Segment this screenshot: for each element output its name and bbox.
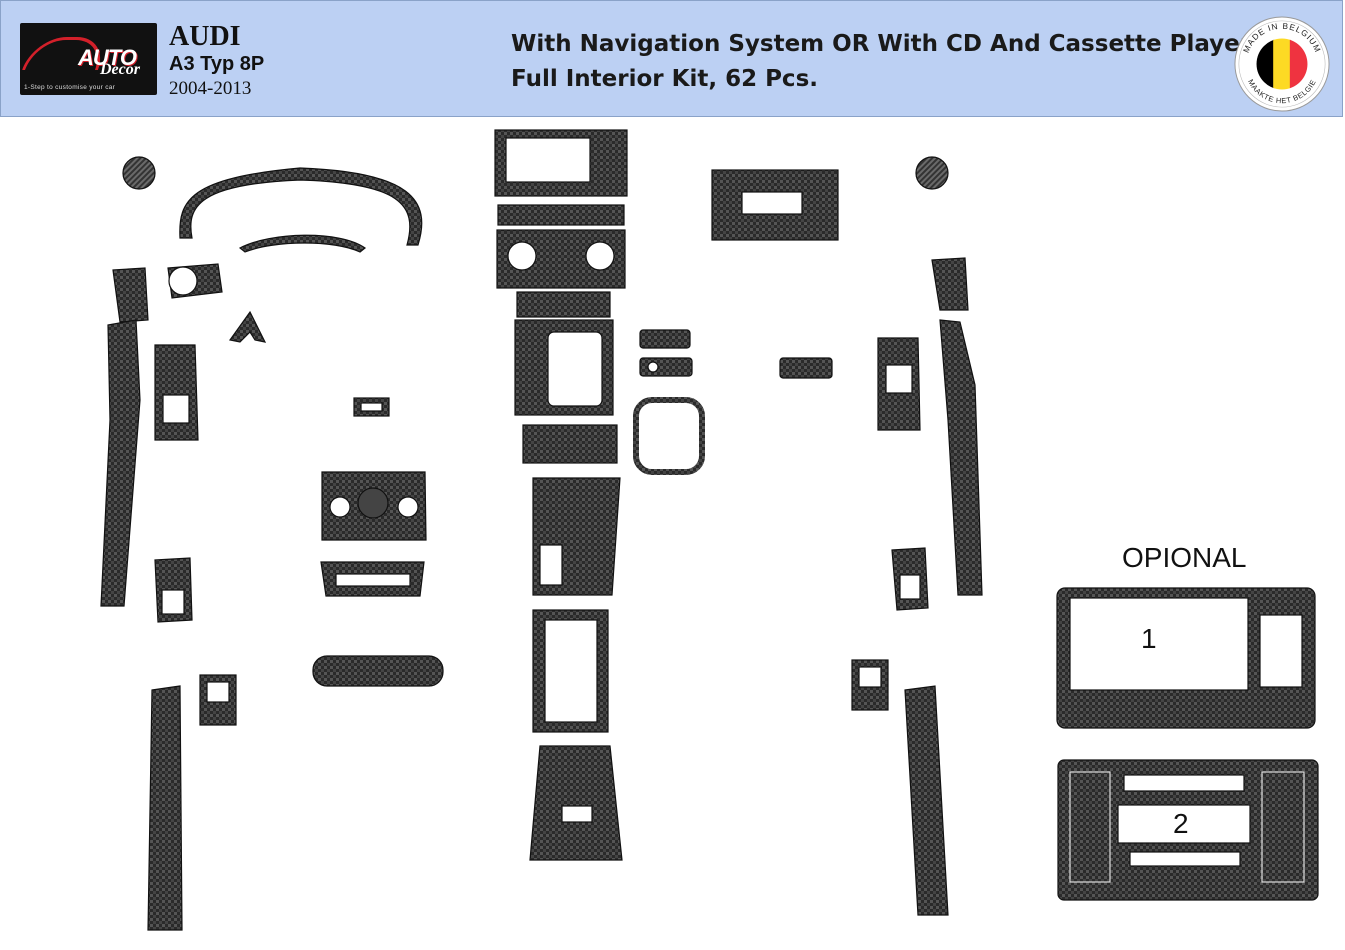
triangle-trim: [228, 310, 267, 343]
optional-2-slot-top: [1123, 774, 1245, 792]
logo-brand-line1: AUTO: [78, 45, 137, 70]
ashtray-cover: [522, 424, 618, 464]
optional-2-right-buttons: [1261, 771, 1305, 883]
steering-wheel-trim: [633, 397, 705, 475]
window-switch-left: [154, 344, 199, 441]
right-rear-door-top-hole: [899, 574, 921, 600]
center-climate-trim: [516, 291, 611, 318]
door-handle-trim-3: [779, 357, 833, 379]
car-model: A3 Typ 8P: [169, 53, 265, 75]
optional-section-title: OPIONAL: [1122, 542, 1247, 573]
door-handle-trim-1: [639, 329, 691, 349]
hazard-switch-panel: [312, 655, 444, 687]
flag-stripe-yellow: [1273, 38, 1291, 90]
right-rear-switch-hole: [858, 666, 882, 688]
window-switch-right-hole: [885, 364, 913, 394]
climate-knob-center: [357, 487, 389, 519]
nav-screen-opening: [505, 137, 591, 183]
cluster-surround: [179, 167, 423, 246]
vent-right: [915, 156, 949, 190]
console-rear-switch: [561, 805, 593, 823]
small-plate-hole: [360, 402, 383, 412]
center-vent-left: [507, 241, 537, 271]
car-make: AUDI: [169, 21, 241, 52]
cluster-lower-trim: [238, 234, 366, 253]
product-description-line1: With Navigation System OR With CD And Ca…: [511, 31, 1257, 57]
door-handle-trim-2-hole: [647, 361, 659, 373]
optional-1-button-opening: [1259, 614, 1303, 688]
optional-2-left-buttons: [1069, 771, 1111, 883]
brand-logo: AUTO Decor 1-Step to customise your car: [20, 23, 157, 95]
right-front-door-strip: [939, 319, 983, 596]
gear-gate-opening: [539, 544, 563, 586]
window-switch-left-hole: [162, 394, 190, 424]
logo-brand-line2: Decor: [100, 61, 140, 78]
optional-1-screen-opening: [1069, 597, 1249, 691]
right-rear-door-strip: [904, 685, 949, 916]
optional-2-cassette-slot: [1129, 851, 1241, 867]
made-in-belgium-badge: MADE IN BELGIUM MAAKTE HET BELGIE: [1234, 16, 1330, 112]
console-rear-trim: [529, 745, 623, 861]
model-years: 2004-2013: [169, 78, 252, 99]
climate-knob-right: [397, 496, 419, 518]
product-description-line2: Full Interior Kit, 62 Pcs.: [511, 66, 818, 92]
climate-knob-left: [329, 496, 351, 518]
optional-1-label: 1: [1141, 623, 1157, 654]
belgian-flag-icon: [1256, 38, 1308, 90]
vent-left: [122, 156, 156, 190]
left-rear-switch-hole: [206, 681, 230, 703]
left-rear-door-top-hole: [161, 589, 185, 615]
nav-button-strip: [497, 204, 625, 226]
left-front-door-top: [112, 267, 149, 323]
flag-stripe-red: [1289, 38, 1308, 90]
left-front-door-strip: [100, 319, 141, 607]
logo-tagline: 1-Step to customise your car: [24, 84, 116, 91]
radio-bezel-right-slot: [741, 191, 803, 215]
flag-stripe-black: [1256, 38, 1275, 90]
center-vent-right: [585, 241, 615, 271]
optional-2-label: 2: [1173, 808, 1189, 839]
light-switch-hole: [168, 266, 198, 296]
climate-lower-trim-hole: [335, 573, 411, 587]
shifter-opening: [547, 331, 603, 407]
right-front-door-top: [931, 257, 969, 311]
header-banner: AUTO Decor 1-Step to customise your car …: [0, 0, 1343, 117]
optional-2-cd-opening: [1117, 804, 1251, 844]
console-storage-opening: [544, 619, 598, 723]
left-rear-door-strip: [147, 685, 183, 931]
